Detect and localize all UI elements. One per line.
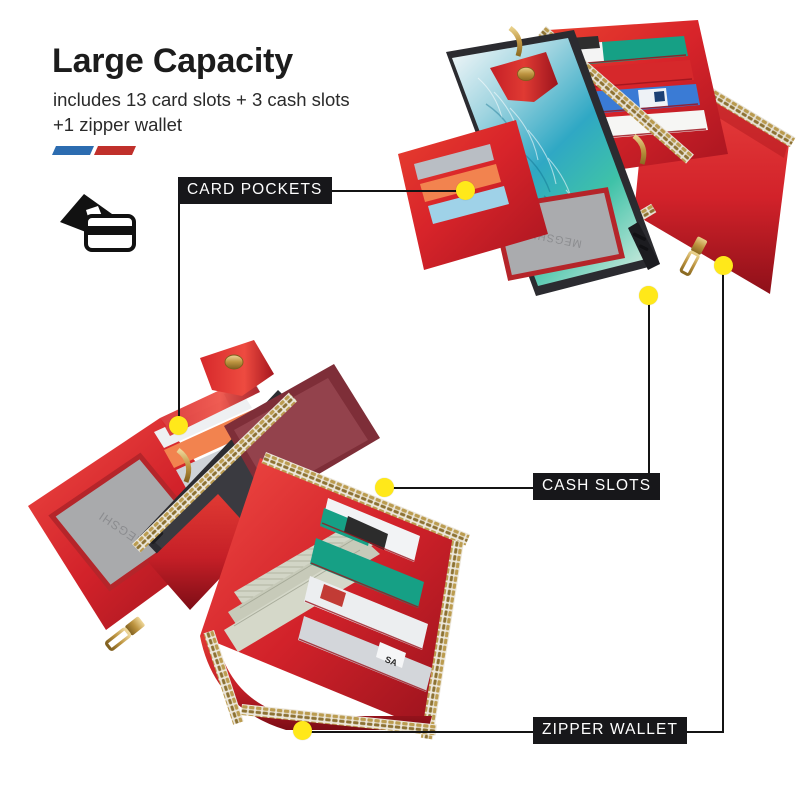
callout-label-zipper-wallet[interactable]: ZIPPER WALLET [533,717,688,744]
leader-line-cash-slots-vertical [648,296,650,476]
marker-dot-zipper-wallet-top [714,256,733,275]
wallet-open-with-cash-illustration: MEGSHI [28,330,538,750]
subtitle-line-2: +1 zipper wallet [53,114,183,135]
card-slot-icon [56,192,138,254]
leader-line-card-pockets-horizontal [313,190,468,192]
leader-line-zipper-wallet-vertical [722,272,724,732]
page-title: Large Capacity [52,42,293,80]
marker-dot-card-pockets-bottom [169,416,188,435]
marker-dot-cash-slots-top [639,286,658,305]
marker-dot-cash-slots-left [375,478,394,497]
divider-bar-blue [51,146,95,155]
marker-dot-zipper-wallet-bottom [293,721,312,740]
leader-line-zipper-wallet-horizontal [304,731,536,733]
callout-label-card-pockets[interactable]: CARD POCKETS [178,177,332,204]
callout-label-cash-slots[interactable]: CASH SLOTS [533,473,661,500]
wallet-open-with-phone-illustration: MEGSHI [398,8,800,358]
svg-text:SA: SA [383,654,399,668]
accent-divider [51,146,142,158]
divider-bar-red [93,146,137,155]
leader-line-zipper-wallet-horizontal-right [670,731,724,733]
marker-dot-card-pockets-top [456,181,475,200]
subtitle-line-1: includes 13 card slots + 3 cash slots [53,89,350,110]
leader-line-cash-slots-horizontal [385,487,535,489]
leader-line-card-pockets-vertical [178,200,180,428]
